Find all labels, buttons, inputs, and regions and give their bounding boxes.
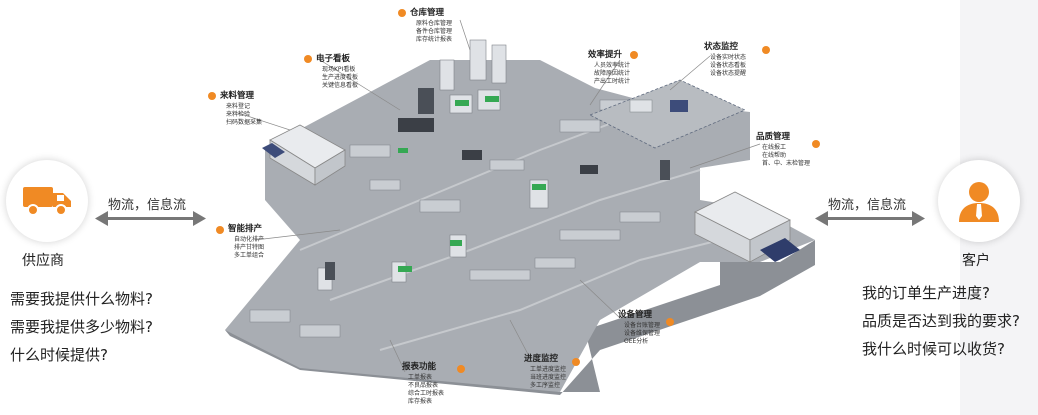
inbound-truck <box>262 124 346 186</box>
customer-circle <box>938 160 1020 242</box>
report-label: 报表功能 工单报表 不良品报表 综合工时报表 库存报表 <box>402 360 444 406</box>
efficiency-label: 效率提升 人员效率统计 故障原因统计 产出工时统计 <box>588 48 630 86</box>
board-item-3: 关键信息看板 <box>322 82 359 89</box>
board-label: 电子看板 现场KPI看板 生产进度看板 关键信息看板 <box>316 52 358 90</box>
quality-item-1: 在线报工 <box>762 144 787 151</box>
board-dot <box>304 55 312 63</box>
dark-cabinets <box>325 88 670 280</box>
material-item-1: 来料登记 <box>226 103 251 110</box>
quality-title: 品质管理 <box>756 132 791 142</box>
supplier-question-3: 什么时候提供? <box>10 346 108 364</box>
warehouse-item-1: 原料仓库管理 <box>416 20 453 27</box>
schedule-label: 智能排产 自动化排产 排产甘特图 多工单组合 <box>228 222 264 260</box>
status-dot <box>762 46 770 54</box>
warehouse-title: 仓库管理 <box>410 8 445 18</box>
progress-item-2: 当班进度监控 <box>530 374 567 381</box>
status-title: 状态监控 <box>704 42 739 52</box>
supplier-question-1: 需要我提供什么物料? <box>10 290 153 308</box>
display-boards <box>398 118 598 174</box>
warehouse-dot <box>398 9 406 17</box>
green-bins <box>398 96 546 272</box>
schedule-item-3: 多工单组合 <box>234 252 265 259</box>
warehouse-item-2: 备件仓库管理 <box>416 28 453 35</box>
board-title: 电子看板 <box>316 54 351 64</box>
equipment-dot <box>666 318 674 326</box>
schedule-dot <box>216 226 224 234</box>
progress-item-1: 工单进度监控 <box>530 366 567 373</box>
status-item-2: 设备状态看板 <box>710 62 747 69</box>
report-item-1: 工单报表 <box>408 374 433 381</box>
right-flow-label: 物流，信息流 <box>828 198 907 213</box>
material-title: 来料管理 <box>220 91 255 101</box>
workstations <box>249 99 661 338</box>
report-title: 报表功能 <box>402 362 437 372</box>
material-item-3: 扫码数据采集 <box>226 119 263 126</box>
status-item-1: 设备实时状态 <box>710 54 747 61</box>
callout-lines <box>234 19 761 373</box>
outbound-truck <box>694 191 800 263</box>
equipment-item-1: 设备台账管理 <box>624 322 661 329</box>
customer-question-1: 我的订单生产进度? <box>862 284 990 302</box>
person-icon <box>959 182 999 222</box>
quality-item-3: 首、中、末检管理 <box>762 160 811 167</box>
efficiency-item-2: 故障原因统计 <box>594 70 631 77</box>
truck-icon <box>23 187 71 216</box>
schedule-item-2: 排产甘特图 <box>234 244 265 251</box>
report-item-3: 综合工时报表 <box>408 390 445 397</box>
quality-label: 品质管理 在线报工 在线帮助 首、中、末检管理 <box>756 130 810 168</box>
report-item-2: 不良品报表 <box>408 382 439 389</box>
left-flow-label: 物流，信息流 <box>108 198 187 213</box>
material-label: 来料管理 来料登记 来料检验 扫码数据采集 <box>220 89 262 127</box>
equipment-label: 设备管理 设备台账管理 设备维保管理 OEE分析 <box>618 308 660 346</box>
supplier-label: 供应商 <box>22 253 64 269</box>
right-flow-arrow <box>815 211 925 226</box>
customer-question-2: 品质是否达到我的要求? <box>862 312 1020 330</box>
customer-label: 客户 <box>962 253 990 269</box>
status-item-3: 设备状态提醒 <box>710 70 747 77</box>
report-dot <box>457 365 465 373</box>
quality-item-2: 在线帮助 <box>762 152 787 159</box>
equipment-item-3: OEE分析 <box>624 338 649 345</box>
progress-title: 进度监控 <box>524 354 559 364</box>
status-monitoring-zone <box>589 79 746 149</box>
efficiency-title: 效率提升 <box>588 50 623 60</box>
schedule-title: 智能排产 <box>228 224 263 234</box>
equipment-title: 设备管理 <box>618 310 653 320</box>
progress-dot <box>572 358 580 366</box>
board-item-1: 现场KPI看板 <box>322 66 356 73</box>
supplier-question-2: 需要我提供多少物料? <box>10 318 153 336</box>
schedule-item-1: 自动化排产 <box>234 236 265 243</box>
status-label: 状态监控 设备实时状态 设备状态看板 设备状态提醒 <box>704 40 746 78</box>
warehouse-label: 仓库管理 原料仓库管理 备件仓库管理 库存统计报表 <box>410 6 452 44</box>
efficiency-dot <box>630 51 638 59</box>
material-item-2: 来料检验 <box>226 111 251 118</box>
equipment-item-2: 设备维保管理 <box>624 330 661 337</box>
efficiency-item-1: 人员效率统计 <box>594 62 631 69</box>
customer-question-3: 我什么时候可以收货? <box>862 340 1005 358</box>
warehouse-item-3: 库存统计报表 <box>416 36 453 43</box>
report-item-4: 库存报表 <box>408 398 433 405</box>
efficiency-item-3: 产出工时统计 <box>594 78 631 85</box>
progress-item-3: 多工序监控 <box>530 382 561 389</box>
supplier-circle <box>6 160 88 242</box>
left-flow-arrow <box>95 211 206 226</box>
progress-label: 进度监控 工单进度监控 当班进度监控 多工序监控 <box>524 352 566 390</box>
board-item-2: 生产进度看板 <box>322 74 359 81</box>
material-dot <box>208 92 216 100</box>
quality-dot <box>812 140 820 148</box>
